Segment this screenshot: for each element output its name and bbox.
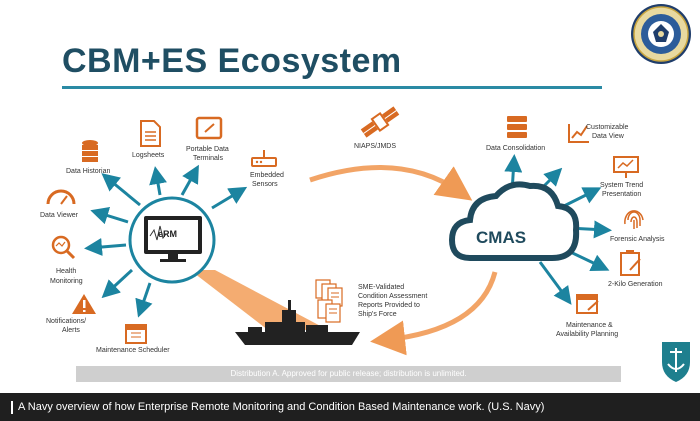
page-title: CBM+ES Ecosystem bbox=[62, 42, 402, 80]
reports-label-4: Ship's Force bbox=[358, 311, 397, 318]
arrow-to-logsheets bbox=[149, 166, 167, 196]
label-logsheets: Logsheets bbox=[132, 152, 165, 159]
anchor-shield-icon bbox=[662, 342, 690, 382]
cmas-label: CMAS bbox=[476, 228, 527, 247]
arrow-to-data-historian bbox=[101, 173, 141, 207]
calendar-edit-icon bbox=[576, 294, 599, 314]
arrow-to-maintenance-planning bbox=[538, 261, 572, 305]
erm-label: eRM bbox=[158, 229, 178, 239]
label-customizable-data-view-2: Data View bbox=[592, 133, 624, 140]
document-icon bbox=[140, 120, 161, 147]
reports-label-1: SME-Validated bbox=[358, 284, 405, 291]
label-data-consolidation: Data Consolidation bbox=[486, 145, 546, 152]
label-system-trend-1: System Trend bbox=[600, 182, 644, 189]
distribution-banner: Distribution A. Approved for public rele… bbox=[76, 366, 621, 382]
label-health-monitoring-2: Monitoring bbox=[50, 278, 83, 285]
erm-node bbox=[128, 196, 216, 284]
chart-icon bbox=[568, 124, 589, 143]
satellite-label: NIAPS/JMDS bbox=[354, 143, 397, 150]
arrow-to-health-monitoring bbox=[84, 238, 127, 256]
erm-projection-cone bbox=[190, 270, 328, 330]
label-health-monitoring-1: Health bbox=[56, 268, 77, 275]
calendar-icon bbox=[125, 324, 147, 344]
arrow-to-notifications bbox=[101, 268, 134, 299]
label-portable-data-terminals-2: Terminals bbox=[193, 155, 223, 162]
caption-bar bbox=[0, 393, 700, 421]
arrow-to-data-viewer bbox=[90, 206, 129, 225]
magnifier-chart-icon bbox=[51, 235, 76, 260]
label-portable-data-terminals-1: Portable Data bbox=[186, 146, 229, 153]
fingerprint-icon bbox=[624, 210, 644, 229]
arrow-cmas-to-ship bbox=[370, 271, 498, 356]
label-customizable-data-view-1: Customizable bbox=[586, 124, 629, 131]
label-notifications-alerts-1: Notifications/ bbox=[46, 318, 87, 325]
caption-accent bbox=[11, 401, 13, 414]
reports-icon bbox=[315, 279, 343, 323]
ecosystem-diagram bbox=[46, 106, 690, 382]
arrow-to-portable-data-terminals bbox=[180, 164, 199, 196]
label-notifications-alerts-2: Alerts bbox=[62, 327, 80, 334]
label-data-viewer: Data Viewer bbox=[40, 212, 79, 219]
gauge-icon bbox=[46, 189, 76, 205]
label-maintenance-planning-1: Maintenance & bbox=[566, 322, 613, 329]
image-caption: A Navy overview of how Enterprise Remote… bbox=[18, 401, 545, 413]
label-system-trend-2: Presentation bbox=[602, 191, 642, 198]
tablet-icon bbox=[195, 116, 223, 140]
arrow-to-embedded-sensors bbox=[211, 186, 248, 210]
reports-label-3: Reports Provided to bbox=[358, 302, 420, 309]
server-icon bbox=[507, 116, 527, 138]
router-icon bbox=[251, 150, 277, 167]
label-embedded-sensors-1: Embedded bbox=[250, 172, 284, 179]
clipboard-edit-icon bbox=[620, 250, 641, 276]
arrow-to-maintenance-scheduler bbox=[135, 282, 153, 318]
label-embedded-sensors-2: Sensors bbox=[252, 181, 278, 188]
ship-icon bbox=[235, 300, 360, 345]
label-maintenance-planning-2: Availability Planning bbox=[556, 331, 619, 338]
label-forensic-analysis: Forensic Analysis bbox=[610, 236, 665, 243]
cmas-cloud bbox=[448, 181, 580, 261]
satellite-icon bbox=[360, 106, 400, 138]
warning-icon bbox=[72, 294, 96, 314]
title-underline bbox=[62, 86, 602, 89]
arrow-erm-to-cmas bbox=[309, 165, 473, 201]
label-data-historian: Data Historian bbox=[66, 168, 111, 175]
database-icon bbox=[82, 140, 98, 162]
reports-label-2: Condition Assessment bbox=[358, 293, 428, 300]
label-maintenance-scheduler: Maintenance Scheduler bbox=[96, 347, 170, 354]
label-2-kilo-generation: 2-Kilo Generation bbox=[608, 281, 663, 288]
presentation-icon bbox=[613, 156, 639, 178]
slide: CBM+ES Ecosystem bbox=[40, 4, 691, 382]
